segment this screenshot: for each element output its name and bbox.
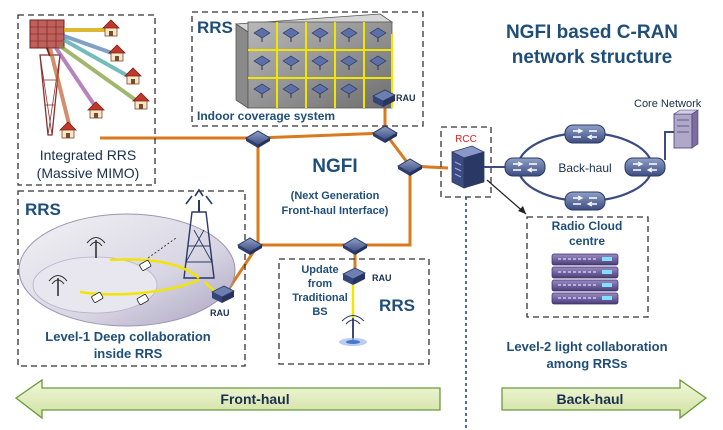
router-icon <box>342 237 368 256</box>
phone-icon <box>139 260 152 271</box>
cell-tower-icon <box>183 188 215 279</box>
house-icon <box>124 67 142 85</box>
integrated-rrs-box <box>17 14 156 186</box>
house-icon <box>132 92 150 110</box>
ngfi-subtitle-line2: Front-haul Interface) <box>282 205 389 217</box>
level1-caption-line2: inside RRS <box>94 346 163 361</box>
update-text-line3: Traditional <box>292 292 348 304</box>
mimo-beams <box>48 28 139 129</box>
house-icon <box>108 44 126 62</box>
router-icon <box>245 130 271 149</box>
ring-router-icon <box>624 157 666 177</box>
radio-cloud-box <box>526 216 649 318</box>
rrs-level1-box <box>17 190 246 367</box>
diagram-title-line2: network structure <box>512 47 672 68</box>
backhaul-label: Back-haul <box>557 391 624 407</box>
rrs-level1-label: RRS <box>25 200 61 219</box>
house-icon <box>102 19 120 37</box>
house-icon <box>59 121 77 139</box>
ngfi-label: NGFI <box>312 156 357 177</box>
rrs-update-box <box>278 258 430 365</box>
update-text-line2: from <box>308 278 333 290</box>
house-icon <box>87 101 105 119</box>
rau-icon <box>342 267 366 286</box>
server-rack-icon <box>551 253 619 305</box>
rau-top-label: RAU <box>396 93 416 103</box>
integrated-rrs-sublabel: (Massive MIMO) <box>37 165 140 181</box>
rau-left-label: RAU <box>210 308 230 318</box>
rrs-indoor-label: RRS <box>197 18 233 37</box>
phone-icon <box>91 292 104 303</box>
rau-bottom-label: RAU <box>372 273 392 283</box>
fronthaul-arrow <box>14 378 441 420</box>
router-icon <box>372 125 398 144</box>
ngfi-subtitle-line1: (Next Generation <box>291 190 380 202</box>
coverage-sub-area <box>32 256 158 314</box>
level2-caption-line2: among RRSs <box>547 356 628 371</box>
antenna-icon <box>86 237 106 258</box>
update-text-line4: BS <box>312 306 327 318</box>
update-text-line1: Update <box>301 264 338 276</box>
backhaul-ring-label: Back-haul <box>558 161 611 175</box>
antenna-icon <box>339 315 367 346</box>
radio-cloud-label: Radio Cloud <box>552 219 623 233</box>
rcc-to-cloud-arrow <box>486 179 527 215</box>
fronthaul-label: Front-haul <box>220 391 289 407</box>
rcc-server-icon <box>450 145 486 189</box>
massive-mimo-tower-icon <box>29 19 65 136</box>
integrated-rrs-label: Integrated RRS <box>40 147 137 163</box>
rrs-indoor-box <box>191 11 424 127</box>
level1-caption: Level-1 Deep collaboration <box>45 329 210 344</box>
ring-router-icon <box>504 157 546 177</box>
router-icon <box>397 158 423 177</box>
backhaul-arrow <box>501 378 708 420</box>
ring-router-icon <box>564 191 606 211</box>
rcc-label: RCC <box>455 134 477 145</box>
core-network-label: Core Network <box>634 98 702 110</box>
level2-caption: Level-2 light collaboration <box>506 339 667 354</box>
wireless-link <box>147 237 177 259</box>
diagram-title-line1: NGFI based C-RAN <box>506 22 678 43</box>
ring-router-icon <box>564 124 606 144</box>
rrs-update-label: RRS <box>379 296 415 315</box>
core-network-server-icon <box>673 109 699 149</box>
phone-icon <box>136 294 149 305</box>
antenna-icon <box>48 275 68 296</box>
radio-cloud-sublabel: centre <box>569 234 605 248</box>
indoor-coverage-caption: Indoor coverage system <box>197 109 335 123</box>
